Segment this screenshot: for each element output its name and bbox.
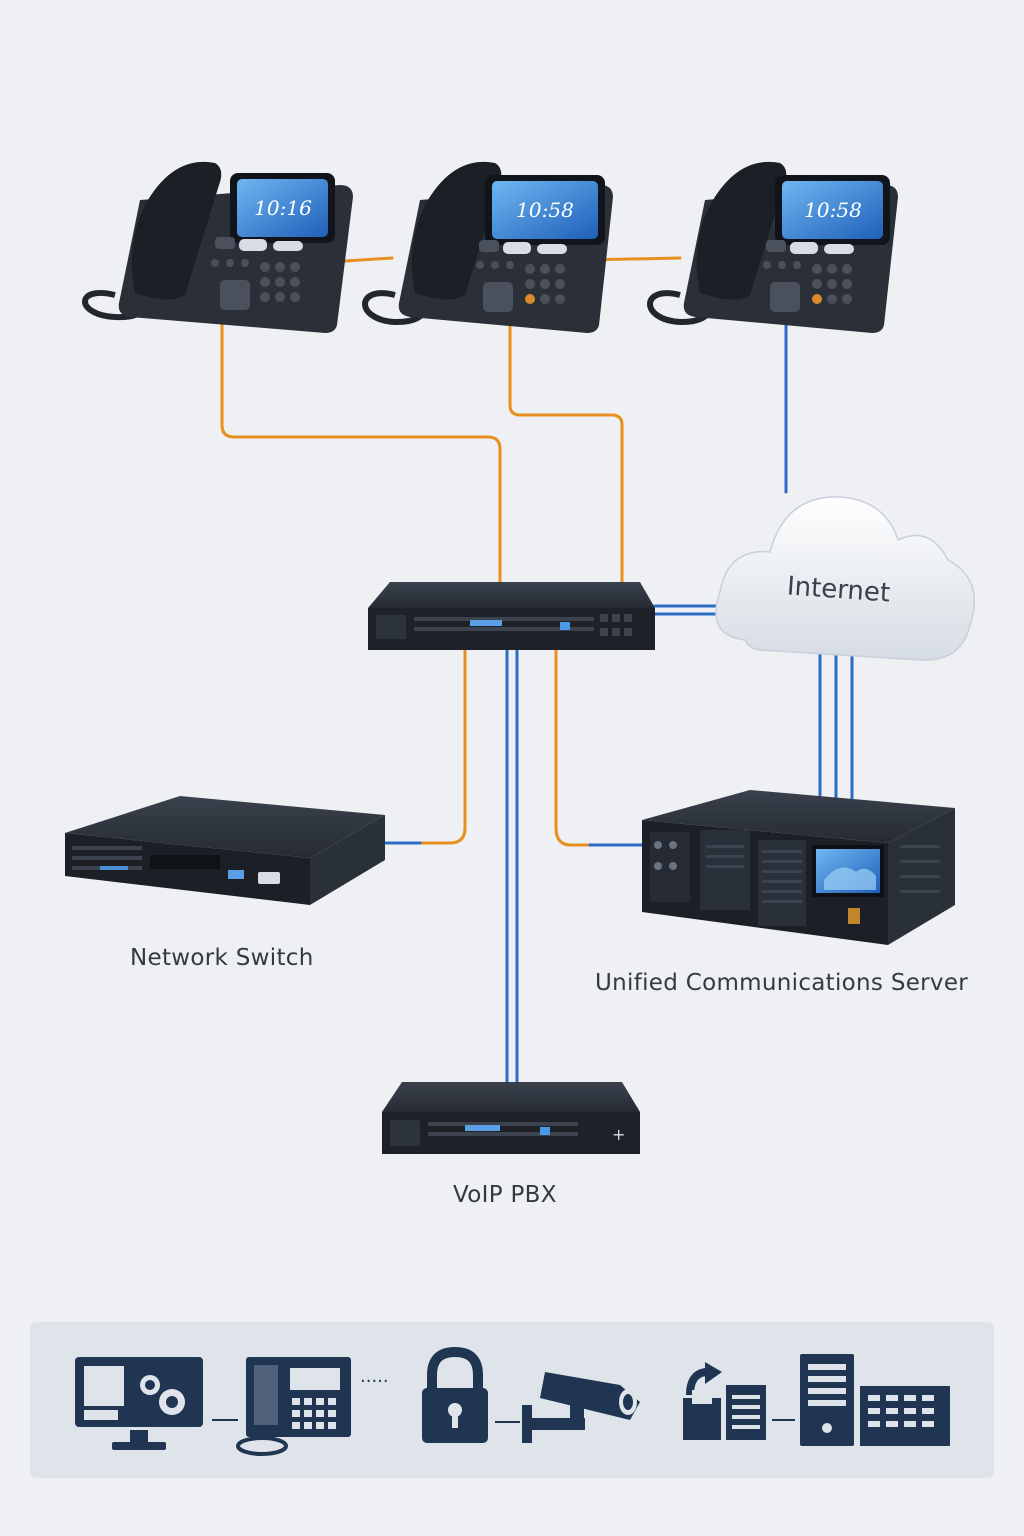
network-switch-label: Network Switch xyxy=(130,945,314,971)
voip-pbx-label: VoIP PBX xyxy=(453,1182,557,1208)
cloud-upload-documents-icon xyxy=(683,1362,766,1440)
phone-screen-time: 10:16 xyxy=(254,196,312,220)
cable-hub-switch xyxy=(418,646,467,845)
cable-phone1-hub xyxy=(220,323,502,590)
central-hub xyxy=(368,582,655,650)
cable-hub-ucs xyxy=(554,646,592,847)
phone-3: 10:58 xyxy=(647,161,898,333)
phone-1: 10:16 xyxy=(82,161,353,333)
cables xyxy=(220,256,854,1084)
cable-phone2-hub xyxy=(508,323,624,590)
voip-pbx-device: + xyxy=(382,1082,640,1154)
cloud-label: Internet xyxy=(786,571,891,608)
network-switch-device xyxy=(65,796,385,905)
bottom-icon-strip: ..... xyxy=(30,1322,994,1478)
phone-screen-time: 10:58 xyxy=(804,198,862,222)
ucs-label: Unified Communications Server xyxy=(595,970,969,996)
ucs-server-device xyxy=(642,790,955,945)
server-building-icon xyxy=(800,1354,950,1446)
computer-settings-icon xyxy=(75,1357,203,1450)
desk-phone-icon xyxy=(236,1357,351,1456)
security-camera-icon xyxy=(522,1372,640,1443)
internet-cloud: Internet xyxy=(715,496,976,661)
padlock-icon xyxy=(422,1346,488,1443)
connector-dots: ..... xyxy=(360,1366,389,1387)
phone-screen-time: 10:58 xyxy=(516,198,574,222)
phone-2: 10:58 xyxy=(362,161,613,333)
svg-text:+: + xyxy=(612,1125,625,1144)
